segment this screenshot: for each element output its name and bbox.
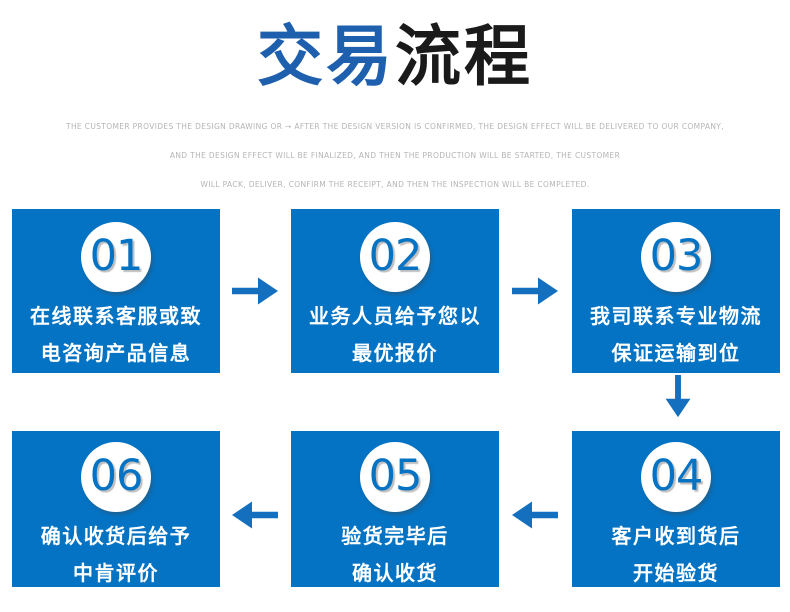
step-box-04: 04 客户收到货后 开始验货: [572, 431, 780, 587]
step-text-line-2: 保证运输到位: [611, 341, 741, 365]
arrow-right-icon: [512, 276, 558, 306]
step-text: 业务人员给予您以 最优报价: [309, 298, 481, 372]
subtitle: THE CUSTOMER PROVIDES THE DESIGN DRAWING…: [0, 112, 790, 199]
step-number-circle: 04: [641, 442, 711, 512]
step-text-line-1: 业务人员给予您以: [309, 304, 481, 328]
step-text: 我司联系专业物流 保证运输到位: [590, 298, 762, 372]
title-highlight: 交易: [257, 18, 395, 95]
step-text: 验货完毕后 确认收货: [341, 518, 449, 592]
title-rest: 流程: [395, 18, 533, 95]
step-number-circle: 05: [360, 442, 430, 512]
step-number-circle: 02: [360, 222, 430, 292]
step-number: 03: [649, 231, 704, 281]
step-number-circle: 03: [641, 222, 711, 292]
step-number: 02: [368, 231, 423, 281]
step-text: 客户收到货后 开始验货: [612, 518, 741, 592]
page-title: 交易流程: [0, 16, 790, 99]
arrow-right-icon: [232, 276, 278, 306]
step-number: 05: [368, 451, 423, 501]
step-number: 06: [89, 451, 144, 501]
step-number: 04: [649, 451, 704, 501]
step-box-03: 03 我司联系专业物流 保证运输到位: [572, 209, 780, 373]
step-text-line-2: 中肯评价: [73, 561, 159, 585]
step-text: 在线联系客服或致 电咨询产品信息: [30, 298, 202, 372]
step-box-06: 06 确认收货后给予 中肯评价: [12, 431, 220, 587]
step-text-line-1: 验货完毕后: [341, 524, 449, 548]
step-text-line-1: 我司联系专业物流: [590, 304, 762, 328]
subtitle-line-2: AND THE DESIGN EFFECT WILL BE FINALIZED,…: [169, 151, 621, 160]
step-text-line-2: 开始验货: [633, 561, 719, 585]
step-number: 01: [89, 231, 144, 281]
step-text-line-2: 最优报价: [352, 341, 438, 365]
arrow-left-icon: [232, 500, 278, 530]
step-text-line-1: 客户收到货后: [611, 524, 741, 548]
step-text-line-1: 确认收货后给予: [40, 524, 192, 548]
step-box-01: 01 在线联系客服或致 电咨询产品信息: [12, 209, 220, 373]
subtitle-line-3: WILL PACK, DELIVER, CONFIRM THE RECEIPT,…: [200, 180, 590, 189]
step-text-line-1: 在线联系客服或致: [30, 304, 202, 328]
step-text-line-2: 确认收货: [352, 561, 438, 585]
step-number-circle: 06: [81, 442, 151, 512]
step-number-circle: 01: [81, 222, 151, 292]
step-text: 确认收货后给予 中肯评价: [41, 518, 192, 592]
step-box-05: 05 验货完毕后 确认收货: [291, 431, 499, 587]
step-box-02: 02 业务人员给予您以 最优报价: [291, 209, 499, 373]
arrow-down-icon: [655, 374, 701, 418]
arrow-left-icon: [512, 500, 558, 530]
step-text-line-2: 电咨询产品信息: [40, 341, 192, 365]
subtitle-line-1: THE CUSTOMER PROVIDES THE DESIGN DRAWING…: [66, 122, 724, 131]
